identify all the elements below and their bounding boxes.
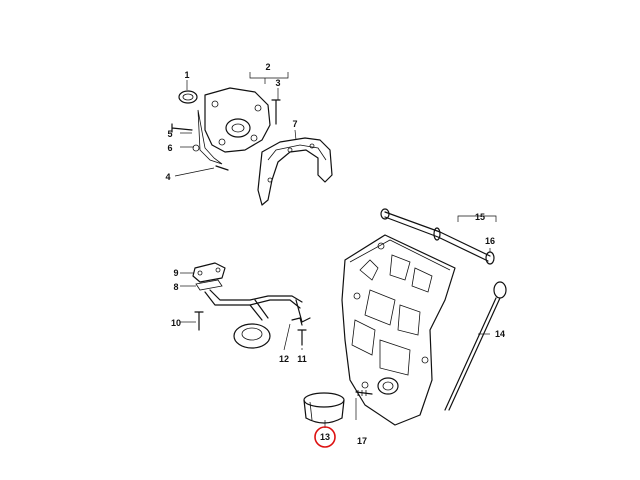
oil-filter	[303, 392, 345, 424]
callout-15: 15	[475, 212, 485, 222]
oil-pickup-assembly	[192, 262, 311, 349]
breather-hose	[380, 208, 495, 265]
callout-3: 3	[275, 78, 280, 88]
callout-8: 8	[173, 282, 178, 292]
callouts: 1 2 3 4 5 6 7 8 9 10 11 12 13 14 15 16 1…	[165, 62, 505, 446]
highlight-ring	[314, 426, 336, 448]
callout-13: 13	[320, 432, 330, 442]
callout-17: 17	[357, 436, 367, 446]
callout-5: 5	[167, 129, 172, 139]
engine-block	[341, 234, 456, 426]
dipstick	[444, 281, 507, 411]
callout-12: 12	[279, 354, 289, 364]
callout-4: 4	[165, 172, 170, 182]
callout-14: 14	[495, 329, 505, 339]
leader-lines	[174, 72, 497, 428]
callout-11: 11	[297, 354, 307, 364]
callout-1: 1	[184, 70, 189, 80]
callout-16: 16	[485, 236, 495, 246]
callout-7: 7	[292, 119, 297, 129]
callout-6: 6	[167, 143, 172, 153]
oil-pump-assembly	[171, 87, 333, 206]
callout-10: 10	[171, 318, 181, 328]
callout-9: 9	[173, 268, 178, 278]
callout-2: 2	[265, 62, 270, 72]
